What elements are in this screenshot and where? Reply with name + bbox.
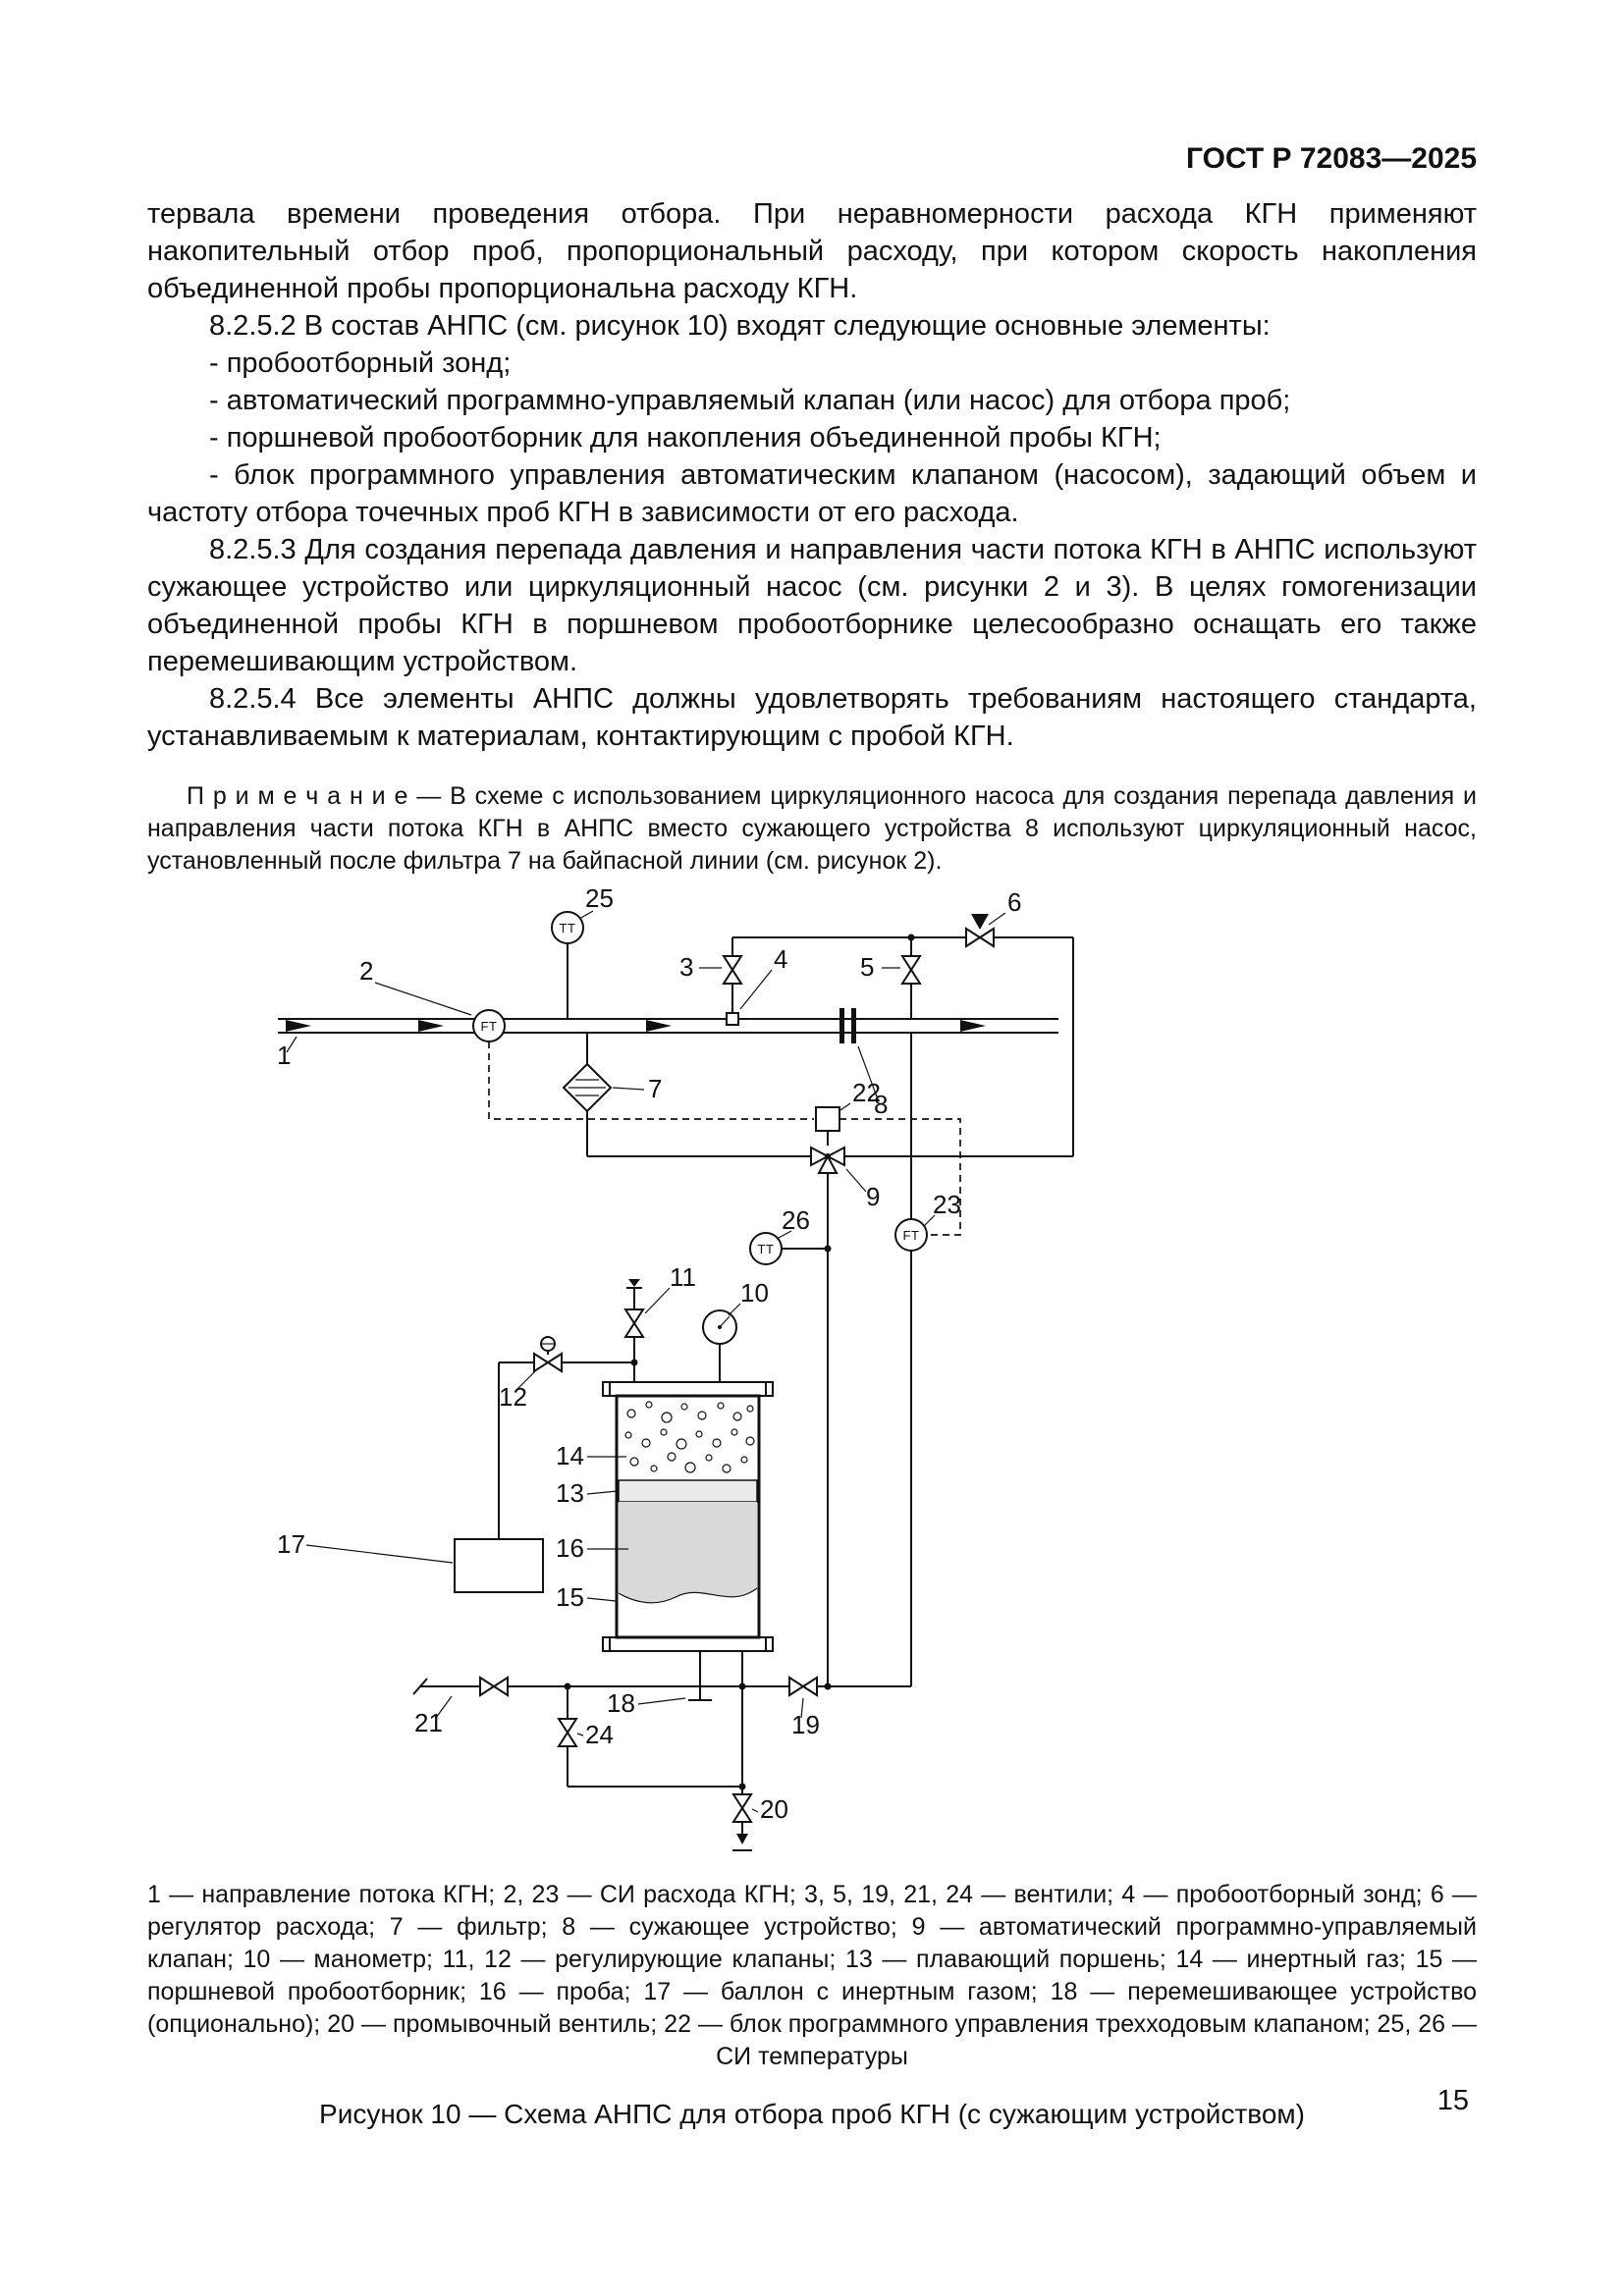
inert-gas-zone xyxy=(624,1401,755,1473)
flow-arrow-icon xyxy=(960,1020,986,1032)
flow-meter-2: FT 2 xyxy=(359,956,506,1042)
valve-11: 11 xyxy=(623,1262,696,1362)
orifice-8: 8 xyxy=(839,1008,888,1119)
valve-3: 3 xyxy=(679,937,743,1013)
paragraph: - блок программного управления автоматич… xyxy=(147,459,1477,528)
flow-arrow-icon xyxy=(418,1020,444,1032)
label-11: 11 xyxy=(670,1262,696,1292)
label-26: 26 xyxy=(782,1205,810,1235)
temperature-sensor-26: TT 26 xyxy=(749,1205,832,1265)
label-24: 24 xyxy=(585,1720,614,1749)
flow-regulator-6: 6 xyxy=(965,887,1021,948)
drain-arrow-icon xyxy=(736,1834,748,1844)
document-header: ГОСТ Р 72083—2025 xyxy=(1185,142,1477,175)
ft-symbol: FT xyxy=(481,1019,498,1034)
label-2: 2 xyxy=(359,956,373,986)
vent-icon xyxy=(628,1279,640,1287)
figure-caption: Рисунок 10 — Схема АНПС для отбора проб … xyxy=(319,2099,1305,2129)
paragraph: 8.2.5.4 Все элементы АНПС должны удовлет… xyxy=(147,683,1477,752)
paragraph: 8.2.5.3 Для создания перепада давления и… xyxy=(147,534,1477,677)
label-14: 14 xyxy=(556,1441,584,1470)
paragraph: - пробоотборный зонд; xyxy=(209,347,512,379)
label-20: 20 xyxy=(760,1794,788,1824)
three-way-valve-9: 9 xyxy=(810,1146,880,1686)
note-text: П р и м е ч а н и е — В схеме с использо… xyxy=(147,782,1477,875)
label-13: 13 xyxy=(556,1478,584,1508)
figure-diagram: 1 FT 2 TT 25 4 xyxy=(273,883,1477,1865)
flush-valve-20: 20 xyxy=(731,1651,788,1851)
label-17: 17 xyxy=(277,1529,305,1559)
label-1: 1 xyxy=(277,1041,291,1070)
tt-symbol: TT xyxy=(560,921,576,935)
flow-arrow-icon xyxy=(646,1020,672,1032)
label-15: 15 xyxy=(556,1582,584,1612)
valve-19: 19 xyxy=(788,1676,820,1739)
flow-meter-23: FT 23 xyxy=(894,1033,961,1686)
tt-symbol: TT xyxy=(758,1242,775,1256)
filter-7: 7 xyxy=(562,1033,811,1157)
temperature-sensor-25: TT 25 xyxy=(551,883,614,1019)
label-10: 10 xyxy=(740,1278,769,1308)
label-19: 19 xyxy=(791,1710,820,1739)
figure-legend: 1 — направление потока КГН; 2, 23 — СИ р… xyxy=(147,1881,1477,2070)
flow-arrow-icon xyxy=(286,1020,311,1032)
paragraph: тервала времени проведения отбора. При н… xyxy=(147,198,1477,304)
sample-zone xyxy=(619,1502,757,1603)
pressure-gauge-10: 10 xyxy=(702,1278,769,1382)
body-text: тервала времени проведения отбора. При н… xyxy=(147,195,1477,755)
label-25: 25 xyxy=(585,883,614,913)
paragraph: - автоматический программно-управляемый … xyxy=(209,385,1291,416)
label-18: 18 xyxy=(607,1688,635,1718)
valve-5: 5 xyxy=(860,937,922,1019)
label-12: 12 xyxy=(499,1382,527,1412)
paragraph: - поршневой пробоотборник для накопления… xyxy=(209,422,1162,454)
label-21: 21 xyxy=(414,1708,443,1737)
valve-24: 24 xyxy=(557,1686,746,1790)
label-3: 3 xyxy=(679,952,693,982)
label-5: 5 xyxy=(860,952,874,982)
label-4: 4 xyxy=(774,944,787,974)
page-number: 15 xyxy=(1436,2085,1469,2116)
ft-symbol: FT xyxy=(903,1228,920,1243)
label-8: 8 xyxy=(874,1090,888,1119)
label-22: 22 xyxy=(852,1078,881,1107)
floating-piston xyxy=(618,1479,758,1503)
valve-21: 21 xyxy=(414,1676,509,1737)
mixer-18: 18 xyxy=(607,1651,712,1718)
gas-balloon-17: 17 xyxy=(277,1359,638,1593)
label-7: 7 xyxy=(648,1074,662,1103)
label-9: 9 xyxy=(866,1182,880,1211)
signal-lines xyxy=(488,1041,961,1236)
label-6: 6 xyxy=(1007,887,1021,917)
control-unit-22: 22 xyxy=(815,1078,881,1146)
valve-12: 12 xyxy=(499,1336,563,1412)
main-pipe: 1 xyxy=(277,1018,1058,1070)
piston-sampler-15: 14 13 16 15 xyxy=(556,1381,774,1652)
label-23: 23 xyxy=(933,1190,961,1219)
label-16: 16 xyxy=(556,1533,584,1563)
paragraph: 8.2.5.2 В состав АНПС (см. рисунок 10) в… xyxy=(209,310,1271,342)
